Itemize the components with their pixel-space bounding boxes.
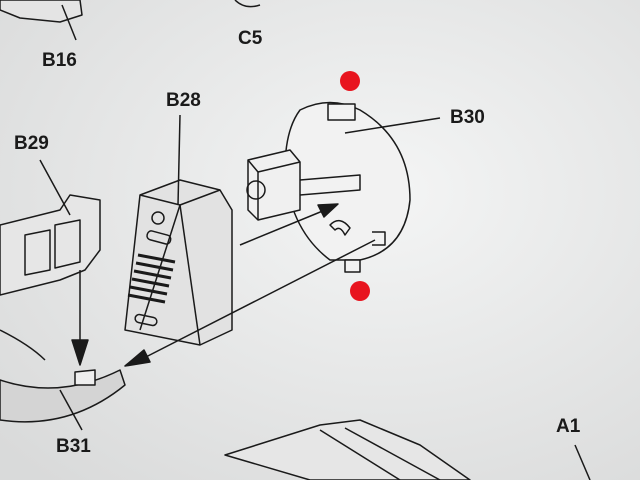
label-b29: B29 [14,133,49,154]
part-b28 [124,114,233,346]
part-b29 [0,159,101,366]
part-b16 [0,0,83,41]
label-b30: B30 [450,107,485,128]
part-c5-edge [234,0,261,8]
red-marker-bottom [350,281,370,301]
part-a1 [224,419,591,480]
arrow-b28-to-b30 [239,207,331,246]
label-a1: A1 [556,416,581,437]
part-b30 [246,101,441,273]
red-marker-top [340,71,360,91]
label-b28: B28 [166,90,201,111]
arrow-b30-to-b31 [139,239,376,361]
label-c5: C5 [238,28,263,49]
part-b31 [0,329,126,431]
label-b31: B31 [56,436,91,457]
label-b16: B16 [42,50,77,71]
